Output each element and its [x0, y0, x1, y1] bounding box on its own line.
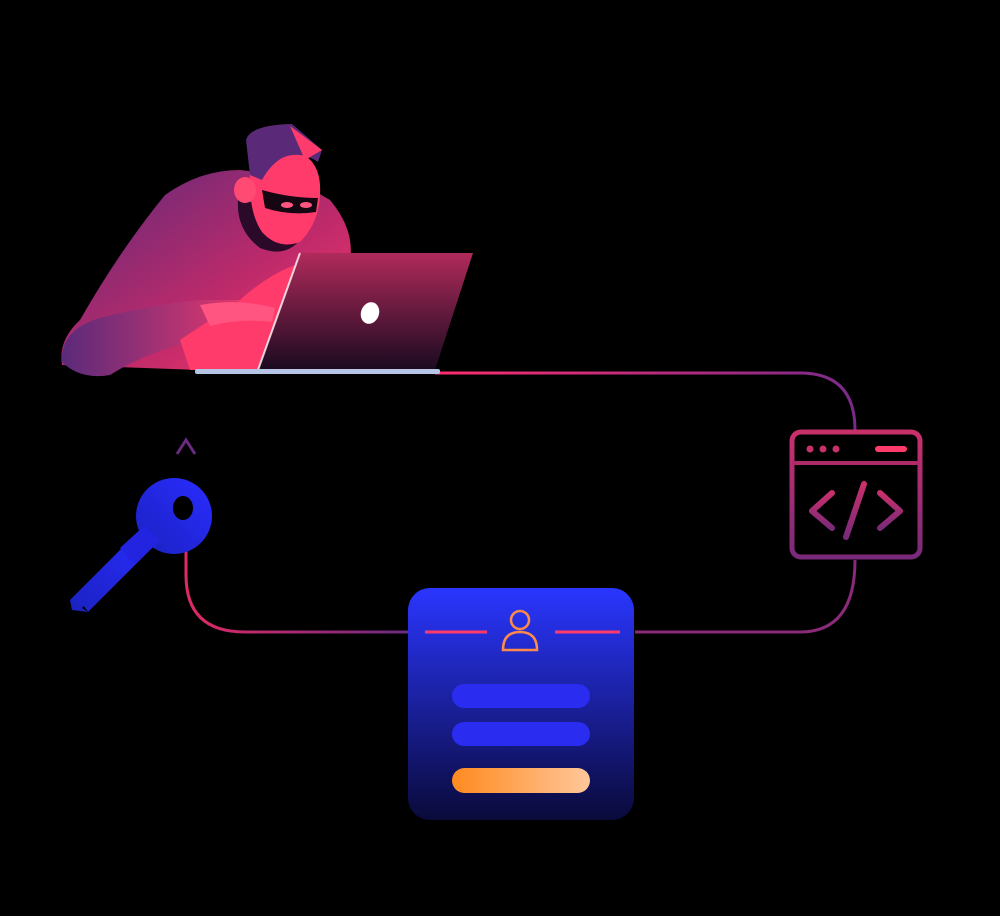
- submit-button[interactable]: [452, 768, 590, 793]
- laptop-icon: [195, 252, 473, 374]
- login-form-card: [408, 588, 634, 820]
- key-icon: [70, 478, 212, 612]
- flow-path: [175, 371, 857, 634]
- password-field[interactable]: [452, 722, 590, 746]
- user-icon: [501, 609, 539, 652]
- code-window-icon: [789, 429, 923, 560]
- username-field[interactable]: [452, 684, 590, 708]
- code-brackets-icon: [809, 481, 903, 540]
